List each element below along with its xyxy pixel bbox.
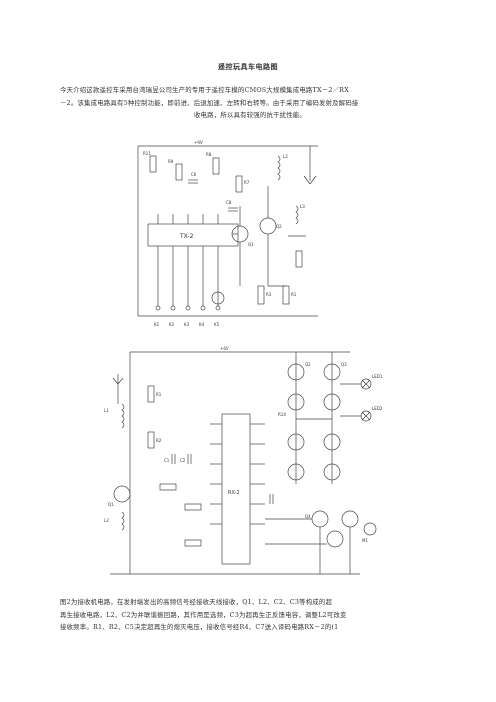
label-r1: R1 — [156, 392, 162, 397]
label-l2: L2 — [104, 518, 109, 523]
label-k5: K5 — [214, 322, 220, 327]
receiver-ic-label: RX-2 — [228, 490, 240, 496]
page-title: 遥控玩具车电路图 — [218, 63, 278, 71]
label-q2: Q2 — [305, 362, 311, 367]
label-m1: M1 — [362, 538, 368, 543]
intro-line-3: 收电路，所以具有较强的抗干扰性能。 — [193, 111, 307, 119]
label-c6: C6 — [191, 172, 197, 177]
label-q1: Q1 — [108, 502, 114, 507]
label-led2: LED2 — [372, 406, 383, 411]
label-q2: Q2 — [276, 224, 282, 229]
label-supply: +6V — [220, 346, 229, 351]
label-r7: R7 — [244, 180, 250, 185]
label-r14: R14 — [278, 412, 286, 417]
transmitter-circuit-diagram: TX-2 R11 R9 C6 R8 C8 R7 Q1 Q2 L2 L3 R3 R… — [137, 140, 318, 327]
intro-paragraph: 今天介绍这款遥控车采用台湾瑞昱公司生产的专用于遥控车模的CMOS大规模集成电路T… — [60, 84, 440, 122]
receiver-circuit-diagram: RX-2 L1 L2 C1 C2 R1 R2 Q1 Q2 Q3 Q4 R14 L… — [104, 346, 383, 575]
label-r3: R3 — [266, 292, 272, 297]
label-r9: R9 — [168, 159, 174, 164]
label-k1: K1 — [154, 322, 160, 327]
bottom-line-2: 再生接收电路，L2、C2为并联谐振回路，其作用是选频，C3为超再生正反馈电容，调… — [60, 610, 347, 619]
label-k4: K4 — [199, 322, 205, 327]
label-q1: Q1 — [248, 242, 254, 247]
receiver-description: 图2为接收机电路，在发射端发出的高频信号经接收天线接收，Q1、L2、C2、C3等… — [60, 596, 440, 634]
intro-line-2: －2。该集成电路具有5种控制功能，即前进、后退加速、左转和右转等。由于采用了编码… — [60, 98, 359, 107]
label-l2: L2 — [283, 154, 288, 159]
label-k3: K3 — [184, 322, 190, 327]
label-q3: Q3 — [341, 362, 347, 367]
label-c8: C8 — [226, 200, 232, 205]
label-k2: K2 — [169, 322, 175, 327]
intro-line-1: 今天介绍这款遥控车采用台湾瑞昱公司生产的专用于遥控车模的CMOS大规模集成电路T… — [60, 86, 349, 94]
label-c1: C1 — [164, 458, 170, 463]
label-supply: +9V — [194, 140, 203, 145]
label-r2: R2 — [156, 438, 162, 443]
bottom-line-3: 接收频率。R1、R2、C5决定超再生的熄灭电压，接收信号经R4、C7送入译码电路… — [60, 623, 339, 631]
label-l1: L1 — [104, 408, 109, 413]
label-r8: R8 — [206, 152, 212, 157]
label-c2: C2 — [180, 458, 186, 463]
label-q4: Q4 — [305, 514, 311, 519]
label-r11: R11 — [143, 151, 151, 156]
bottom-line-1: 图2为接收机电路，在发射端发出的高频信号经接收天线接收，Q1、L2、C2、C3等… — [60, 598, 333, 606]
label-l3: L3 — [300, 204, 305, 209]
label-r1: R1 — [291, 292, 297, 297]
transmitter-ic-label: TX-2 — [179, 233, 194, 240]
label-led1: LED1 — [372, 374, 383, 379]
